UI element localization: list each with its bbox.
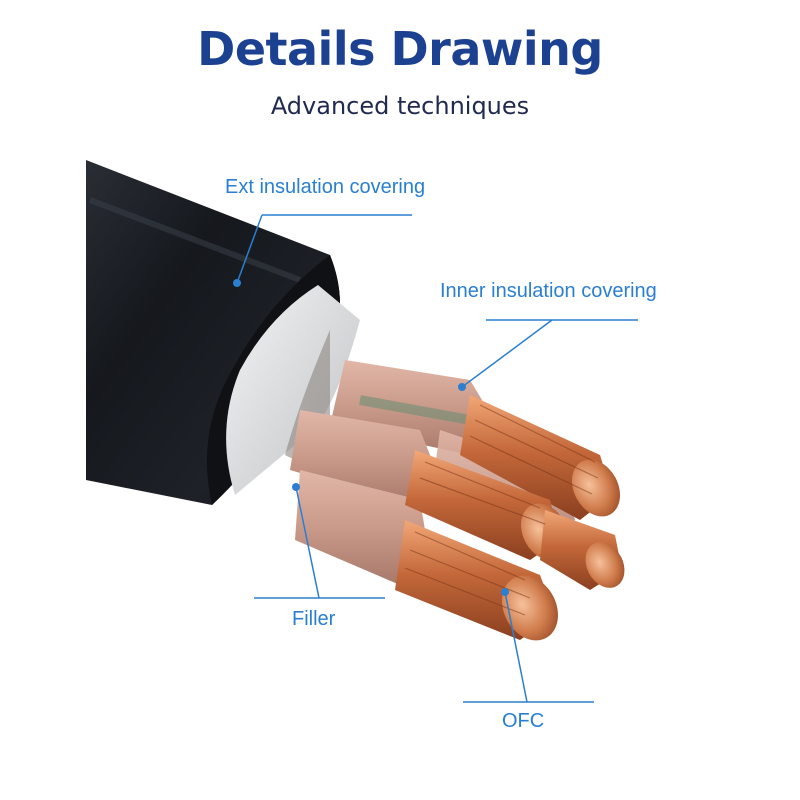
leader-dots (233, 279, 509, 596)
leader-lines (236, 214, 638, 703)
copper-conductors (395, 395, 625, 641)
callout-ofc: OFC (502, 710, 545, 732)
callout-inner-insulation: Inner insulation covering (440, 280, 657, 302)
page-subtitle: Advanced techniques (270, 92, 530, 120)
callout-ext-insulation: Ext insulation covering (225, 176, 426, 198)
page-title: Details Drawing (197, 22, 603, 76)
callout-filler: Filler (292, 608, 336, 630)
